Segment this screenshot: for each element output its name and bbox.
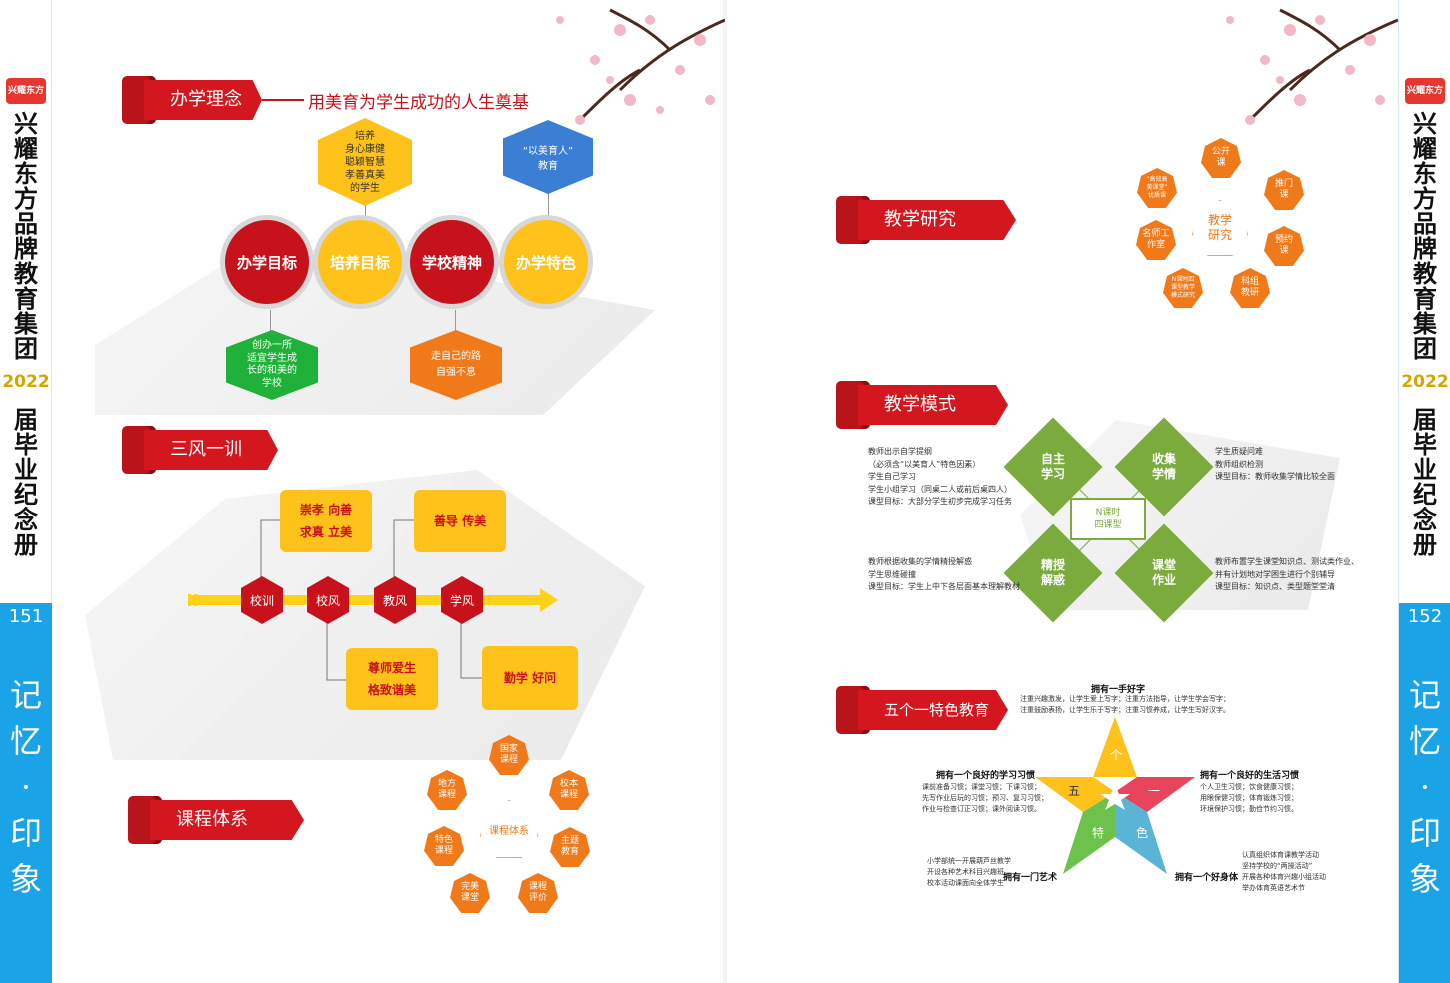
star-char-5: 五	[1068, 784, 1081, 798]
curriculum-center: 课程体系	[480, 800, 538, 858]
spine-right: 兴耀东方 兴耀东方品牌教育集团 2022 届毕业纪念册 152 记忆·印象	[1398, 0, 1450, 983]
banner-philosophy: 办学理念	[122, 76, 262, 124]
mode-text-br: 教师布置学生课堂知识点、测试类作业、并有计划地对学困生进行个别辅导课型目标：知识…	[1215, 557, 1359, 591]
star-char-2: 一	[1148, 784, 1161, 798]
label-self-study: 自主 学习	[1040, 452, 1065, 481]
curriculum-classroom: 完美 课堂	[450, 873, 490, 913]
research-master-studio: 名师工 作室	[1136, 220, 1176, 260]
label-homework: 课堂 作业	[1151, 558, 1176, 587]
node-motto: 校训	[241, 576, 283, 624]
timeline-arrow	[188, 588, 558, 612]
curriculum-feature: 特色 课程	[424, 826, 464, 866]
label-teach: 精授 解惑	[1040, 558, 1065, 587]
connector	[270, 310, 271, 334]
vertical-title: 兴耀东方品牌教育集团	[1413, 110, 1437, 363]
page-number: 152	[1407, 606, 1443, 627]
spine-left: 兴耀东方 兴耀东方品牌教育集团 2022 届毕业纪念册 151 记忆·印象	[0, 0, 52, 983]
page-number: 151	[8, 606, 44, 627]
spine-blue-band	[0, 603, 52, 983]
research-open-class: 公开 课	[1201, 138, 1241, 178]
connector	[455, 310, 456, 334]
five-br-title: 拥有一个好身体	[1175, 873, 1239, 883]
brand-logo: 兴耀东方	[1405, 78, 1445, 104]
hex-cultivate-students: 培养 身心康健 聪颖智慧 孝善真美 的学生	[318, 118, 412, 206]
research-booked-class: 预约 课	[1264, 226, 1304, 266]
year: 2022	[2, 372, 50, 392]
box-study-style: 勤学 好问	[482, 646, 578, 710]
five-right-title: 拥有一个良好的生活习惯	[1200, 771, 1300, 781]
vertical-subtitle: 届毕业纪念册	[14, 406, 38, 559]
banner-mode: 教学模式	[836, 381, 1008, 429]
box-school-style: 尊师爱生 格致谐美	[346, 648, 438, 710]
label-collect: 收集 学情	[1151, 452, 1176, 481]
node-study-style: 学风	[441, 576, 483, 624]
five-top-title: 拥有一手好字	[1091, 685, 1146, 695]
spine-blue-band	[1399, 603, 1450, 983]
connector	[548, 190, 549, 220]
memory-text: 记忆·印象	[9, 676, 42, 898]
curriculum-theme: 主题 教育	[550, 827, 590, 867]
curriculum-evaluation: 课程 评价	[518, 873, 558, 913]
vertical-subtitle: 届毕业纪念册	[1413, 406, 1437, 559]
banner-curriculum: 课程体系	[128, 796, 308, 844]
research-subject-group: 科组 教研	[1230, 268, 1270, 308]
year: 2022	[1401, 372, 1449, 392]
star-char-1: 个	[1110, 748, 1123, 762]
mode-center: N课时 四课型	[1070, 498, 1146, 540]
research-n-lesson: N课时四 课型教学 模式研究	[1163, 268, 1203, 308]
node-teaching-style: 教风	[374, 576, 416, 624]
five-left-text: 课前准备习惯；课堂习惯；下课习惯；先写作业后玩的习惯；预习、复习习惯；作业与检查…	[922, 783, 1048, 813]
box-motto: 崇孝 向善 求真 立美	[280, 490, 372, 552]
research-quality-class: “高效高 美课堂” 优质课	[1137, 168, 1177, 208]
five-right-text: 个人卫生习惯；饮食健康习惯；用眼保健习惯；体育锻炼习惯；环境保护习惯；勤俭节约习…	[1200, 783, 1298, 813]
slogan: 用美育为学生成功的人生奠基	[308, 93, 529, 113]
research-drop-in-class: 推门 课	[1264, 170, 1304, 210]
five-top-text: 注重兴趣激发，让学生爱上写字；注重方法指导，让学生学会写字；注重鼓励表扬，让学生…	[1020, 695, 1230, 714]
banner-five: 五个一特色教育	[836, 686, 1008, 734]
banner-sanfeng: 三风一训	[122, 426, 282, 474]
box-teaching: 善导 传美	[414, 490, 506, 552]
circle-school-goal: 办学目标	[220, 215, 314, 309]
mode-text-bl: 教师根据收集的学情精授解惑学生思维碰撞课型目标：学生上中下各层面基本理解教材	[868, 557, 1020, 591]
memory-text: 记忆·印象	[1408, 676, 1441, 898]
curriculum-national: 国家 课程	[489, 735, 529, 775]
brand-logo: 兴耀东方	[6, 78, 46, 104]
slogan-line	[262, 99, 304, 101]
mode-text-tr: 学生质疑问难教师组织检测课型目标：教师收集学情比较全面	[1215, 447, 1335, 481]
curriculum-school-based: 校本 课程	[549, 770, 589, 810]
mode-text-tl: 教师出示自学提纲（必须含“以美育人”特色因素）学生自己学习学生小组学习（同桌二人…	[868, 447, 1012, 506]
blossom-branch-right	[1226, 8, 1398, 125]
curriculum-local: 地方 课程	[427, 770, 467, 810]
circle-school-feature: 办学特色	[499, 215, 593, 309]
page-gutter	[723, 0, 727, 983]
blossom-branch-left	[556, 8, 725, 125]
five-br-text: 认真组织体育课教学活动坚持学校的“两操活动”开展各种体育兴趣小组活动举办体育英语…	[1242, 851, 1326, 892]
five-bl-title: 拥有一门艺术	[1003, 873, 1058, 883]
circle-training-goal: 培养目标	[313, 215, 407, 309]
five-left-title: 拥有一个良好的学习习惯	[936, 771, 1036, 781]
star-char-4: 特	[1092, 826, 1105, 840]
vertical-title: 兴耀东方品牌教育集团	[14, 110, 38, 363]
circle-school-spirit: 学校精神	[405, 215, 499, 309]
banner-research: 教学研究	[836, 196, 1016, 244]
star-char-3: 色	[1136, 826, 1149, 840]
timeline-connectors	[260, 519, 482, 681]
node-school-style: 校风	[307, 576, 349, 624]
research-center: 教学 研究	[1192, 200, 1248, 256]
five-star-puzzle	[1035, 717, 1195, 874]
five-bl-text: 小学部统一开展葫芦丝教学开设各种艺术科目兴趣班校本活动课面向全体学生	[927, 857, 1011, 887]
